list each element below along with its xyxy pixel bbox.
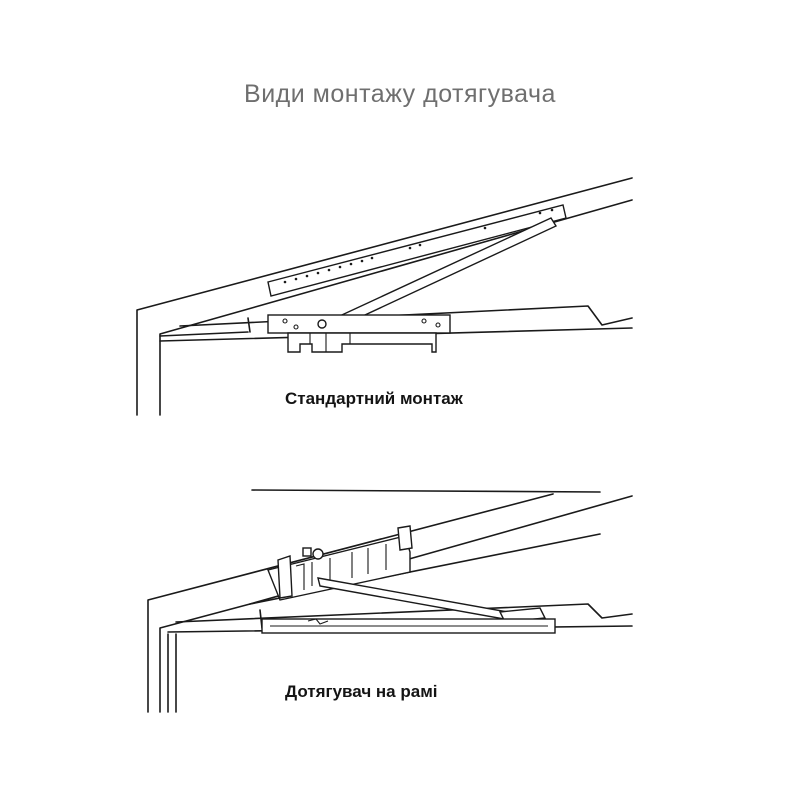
frame-mount-diagram xyxy=(147,489,633,713)
caption-frame-mount: Дотягувач на рамі xyxy=(285,682,438,701)
closer-arm xyxy=(317,577,547,625)
closer-body xyxy=(267,314,451,353)
standard-mount-diagram xyxy=(136,177,633,416)
page-title: Види монтажу дотягувача xyxy=(244,80,556,108)
rail-holes xyxy=(283,208,554,284)
closer-body-on-frame xyxy=(267,525,413,601)
closer-arm xyxy=(327,217,558,330)
caption-standard-mount: Стандартний монтаж xyxy=(285,389,463,408)
arm-rail-on-door xyxy=(261,618,556,634)
door-frame xyxy=(147,489,633,713)
mounting-rail xyxy=(267,204,567,297)
